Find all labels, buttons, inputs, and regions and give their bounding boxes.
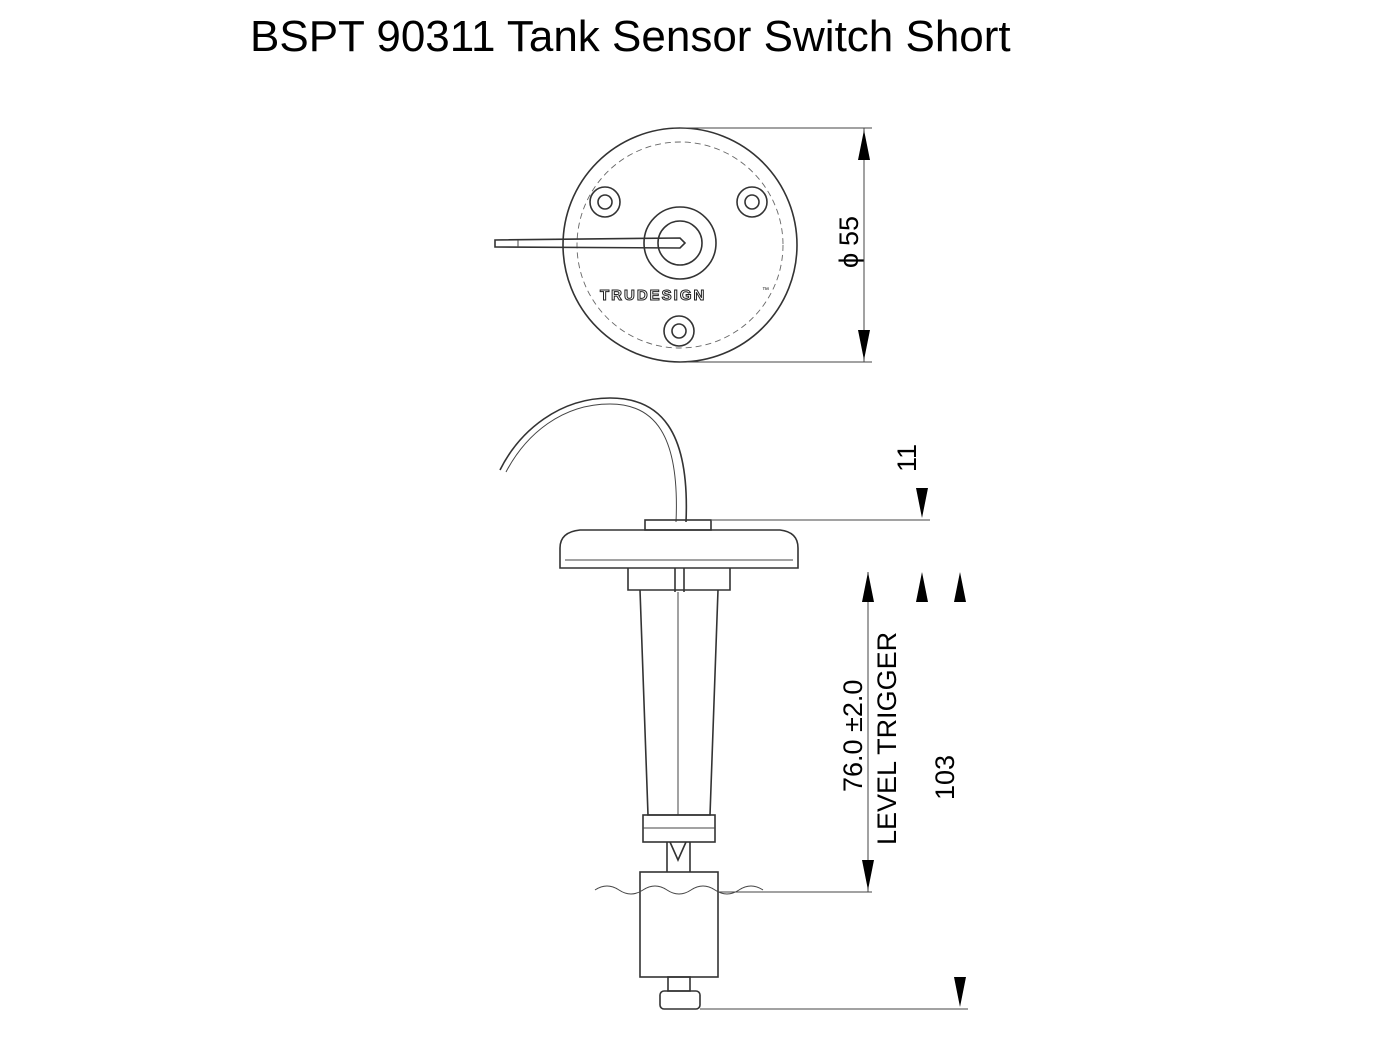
cable-top-view [494, 237, 687, 249]
page-title: BSPT 90311 Tank Sensor Switch Short [250, 12, 1011, 61]
arrow-flange-up [916, 572, 928, 602]
top-view: TRUDESIGN ™ ϕ 55 [494, 127, 872, 363]
bolt-hole-left-inner [597, 194, 613, 210]
trademark-symbol: ™ [762, 287, 769, 294]
diameter-value: 55 [834, 216, 864, 246]
flange-dashed-circle [576, 141, 784, 349]
center-boss-inner [657, 220, 703, 266]
cable-side-view [499, 397, 688, 523]
level-trigger-label: LEVEL TRIGGER [872, 632, 902, 845]
cable-side-view-inner [505, 403, 677, 523]
arrow-diameter-top [858, 130, 870, 160]
flange-boss [644, 519, 712, 531]
arrow-flange-down [916, 488, 928, 518]
arrow-overall-top [954, 572, 966, 602]
arrow-overall-bottom [954, 977, 966, 1007]
arrow-diameter-bottom [858, 330, 870, 360]
arrow-level-top [862, 572, 874, 602]
stem [639, 589, 719, 816]
neck [627, 568, 731, 591]
level-trigger-value: 76.0 ±2.0 [838, 680, 868, 792]
overall-length-value: 103 [930, 755, 960, 800]
bolt-hole-right-inner [744, 194, 760, 210]
bolt-hole-bottom-outer [663, 315, 695, 347]
brand-logo: TRUDESIGN [600, 287, 706, 304]
shaft [666, 841, 691, 872]
water-line [594, 885, 764, 895]
float [639, 871, 719, 978]
bolt-hole-bottom-inner [671, 323, 687, 339]
bolt-hole-left-outer [589, 186, 621, 218]
center-boss-outer [643, 206, 717, 280]
bottom-nut [659, 990, 701, 1010]
diameter-symbol: ϕ [834, 253, 864, 268]
arrow-level-bottom [862, 860, 874, 890]
side-view: 11 76.0 ±2.0 LEVEL TRIGGER 103 [499, 397, 968, 1010]
flange-outline [562, 127, 798, 363]
flange-side [559, 529, 799, 569]
flange-height-value: 11 [892, 444, 922, 472]
bottom-stop [667, 976, 691, 992]
bolt-hole-right-outer [736, 186, 768, 218]
